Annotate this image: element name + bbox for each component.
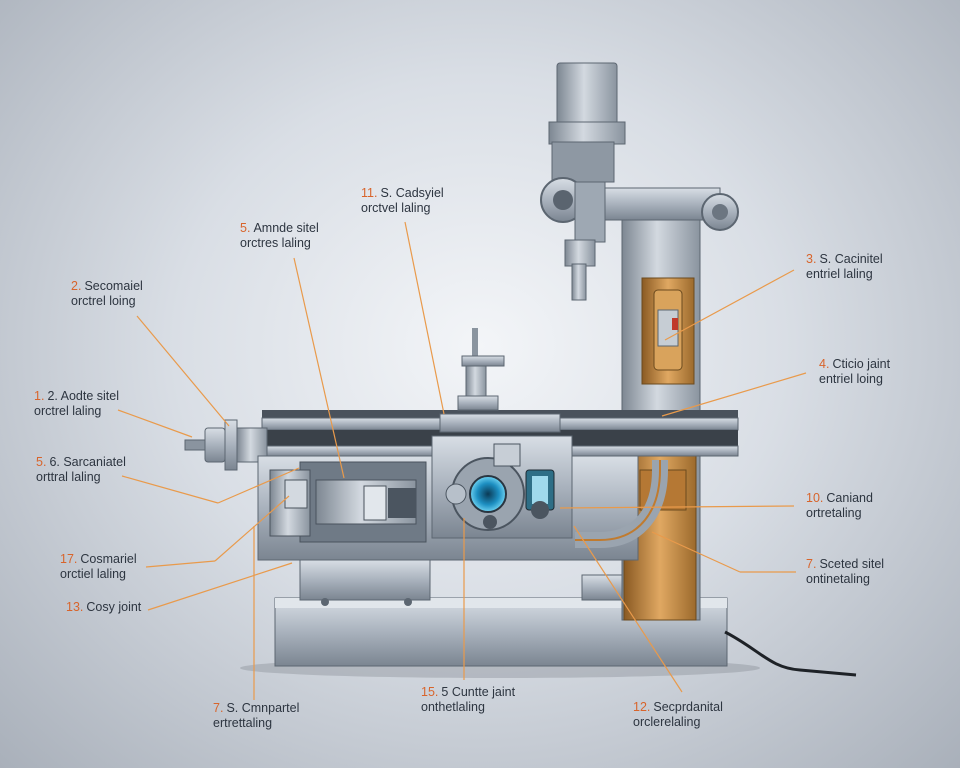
leader-line-c7 <box>121 475 219 504</box>
callout-subtitle: orctiel laling <box>60 567 127 581</box>
callout-number: 15. <box>421 685 439 699</box>
callout-subtitle: orttral laling <box>36 470 101 484</box>
callout-number: 1. <box>34 389 45 403</box>
callout-subtitle: orclerelaling <box>633 715 701 729</box>
callout-title: Sceted sitel <box>819 557 885 571</box>
leader-line-c14 <box>573 525 683 693</box>
callout-c10: 7.Sceted sitel ontinetaling <box>806 557 884 587</box>
leader-line-c10b <box>651 531 741 573</box>
callout-title: Amnde sitel <box>253 221 319 235</box>
callout-number: 17. <box>60 552 78 566</box>
leader-line-c8 <box>559 505 795 509</box>
callout-subtitle: orctrel laling <box>34 404 102 418</box>
leader-lines <box>117 221 807 700</box>
callout-c2: 5.Amnde sitel orctres laling <box>240 221 319 251</box>
callout-c12: 7.S. Cmnpartel ertrettaling <box>213 701 299 731</box>
callout-c14: 12.Secprdanital orclerelaling <box>633 700 723 730</box>
callout-subtitle: orctres laling <box>240 236 311 250</box>
leader-line-c11 <box>147 562 293 611</box>
callout-subtitle: ontinetaling <box>806 572 870 586</box>
callout-subtitle: onthetlaling <box>421 700 485 714</box>
callout-title: Secprdanital <box>653 700 723 714</box>
callout-c13: 15.5 Cuntte jaint onthetlaling <box>421 685 515 715</box>
callout-number: 2. <box>71 279 82 293</box>
callout-c3: 2.Secomaiel orctrel loing <box>71 279 143 309</box>
callout-c9: 17.Cosmariel orctiel laling <box>60 552 137 582</box>
callout-title: S. Cacinitel <box>819 252 883 266</box>
feed-handwheel <box>184 419 268 471</box>
leader-line-c1 <box>404 221 445 415</box>
callout-number: 7. <box>213 701 224 715</box>
callout-title: 2. Aodte sitel <box>47 389 120 403</box>
spindle-head <box>540 62 739 301</box>
callout-title: Cticio jaint <box>832 357 891 371</box>
leader-line-c7b <box>217 467 300 504</box>
callout-c8: 10.Caniand ortretaling <box>806 491 873 521</box>
callout-title: S. Cadsyiel <box>380 186 444 200</box>
leader-line-c6 <box>661 372 807 417</box>
callout-number: 11. <box>361 186 378 200</box>
callout-c5: 1.2. Aodte sitel orctrel laling <box>34 389 119 419</box>
callout-number: 13. <box>66 600 84 614</box>
callout-c4: 3.S. Cacinitel entriel laling <box>806 252 883 282</box>
callout-title: Secomaiel <box>84 279 143 293</box>
callout-number: 5. <box>240 221 251 235</box>
callout-subtitle: orctrel loing <box>71 294 136 308</box>
callout-number: 3. <box>806 252 817 266</box>
callout-subtitle: orctvel laling <box>361 201 431 215</box>
callout-title: Caniand <box>826 491 873 505</box>
callout-title: 5 Cuntte jaint <box>441 685 516 699</box>
power-cable <box>724 630 857 677</box>
callout-title: Cosy joint <box>86 600 142 614</box>
callout-number: 12. <box>633 700 651 714</box>
drive-gearbox <box>431 435 573 539</box>
leader-line-c4 <box>664 269 795 341</box>
leader-line-c3 <box>136 315 230 427</box>
callout-title: S. Cmnpartel <box>226 701 300 715</box>
callout-c7: 5.6. Sarcaniatel orttral laling <box>36 455 126 485</box>
table-vise <box>439 328 561 433</box>
callout-c6: 4.Cticio jaint entriel loing <box>819 357 890 387</box>
leader-line-c2 <box>293 257 345 479</box>
callout-c11: 13.Cosy joint <box>66 600 141 615</box>
callout-subtitle: entriel loing <box>819 372 883 386</box>
leader-line-c9b <box>214 495 290 562</box>
callout-subtitle: entriel laling <box>806 267 873 281</box>
callout-c1: 11.S. Cadsyiel orctvel laling <box>361 186 444 216</box>
leader-line-c5 <box>117 409 193 438</box>
callout-number: 4. <box>819 357 830 371</box>
callout-number: 7. <box>806 557 817 571</box>
callout-number: 5. <box>36 455 47 469</box>
callout-title: Cosmariel <box>80 552 137 566</box>
leader-line-c9 <box>145 560 216 568</box>
callout-title: 6. Sarcaniatel <box>49 455 126 469</box>
callout-number: 10. <box>806 491 824 505</box>
callout-subtitle: ortretaling <box>806 506 862 520</box>
callout-subtitle: ertrettaling <box>213 716 273 730</box>
